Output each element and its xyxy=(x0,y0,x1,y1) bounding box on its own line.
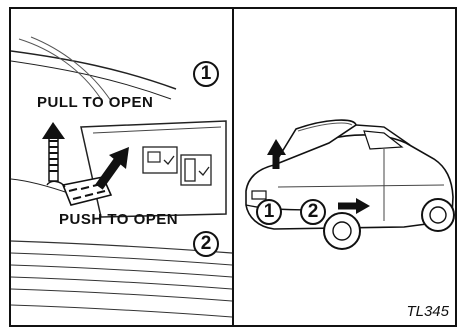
car-step-2-marker: 2 xyxy=(300,199,326,225)
lever-drawing xyxy=(11,9,232,325)
car-drawing xyxy=(234,9,455,325)
car-panel: 1 2 TL345 xyxy=(234,9,455,325)
figure-code: TL345 xyxy=(406,303,449,320)
step-1-marker: 1 xyxy=(193,61,219,87)
car-step-1-marker: 1 xyxy=(256,199,282,225)
step-2-marker: 2 xyxy=(193,231,219,257)
push-to-open-label: PUSH TO OPEN xyxy=(59,211,178,228)
pull-to-open-label: PULL TO OPEN xyxy=(37,94,153,111)
lever-panel: 1 PULL TO OPEN PUSH TO OPEN 2 xyxy=(11,9,232,325)
illustration-frame: 1 PULL TO OPEN PUSH TO OPEN 2 xyxy=(9,7,457,327)
